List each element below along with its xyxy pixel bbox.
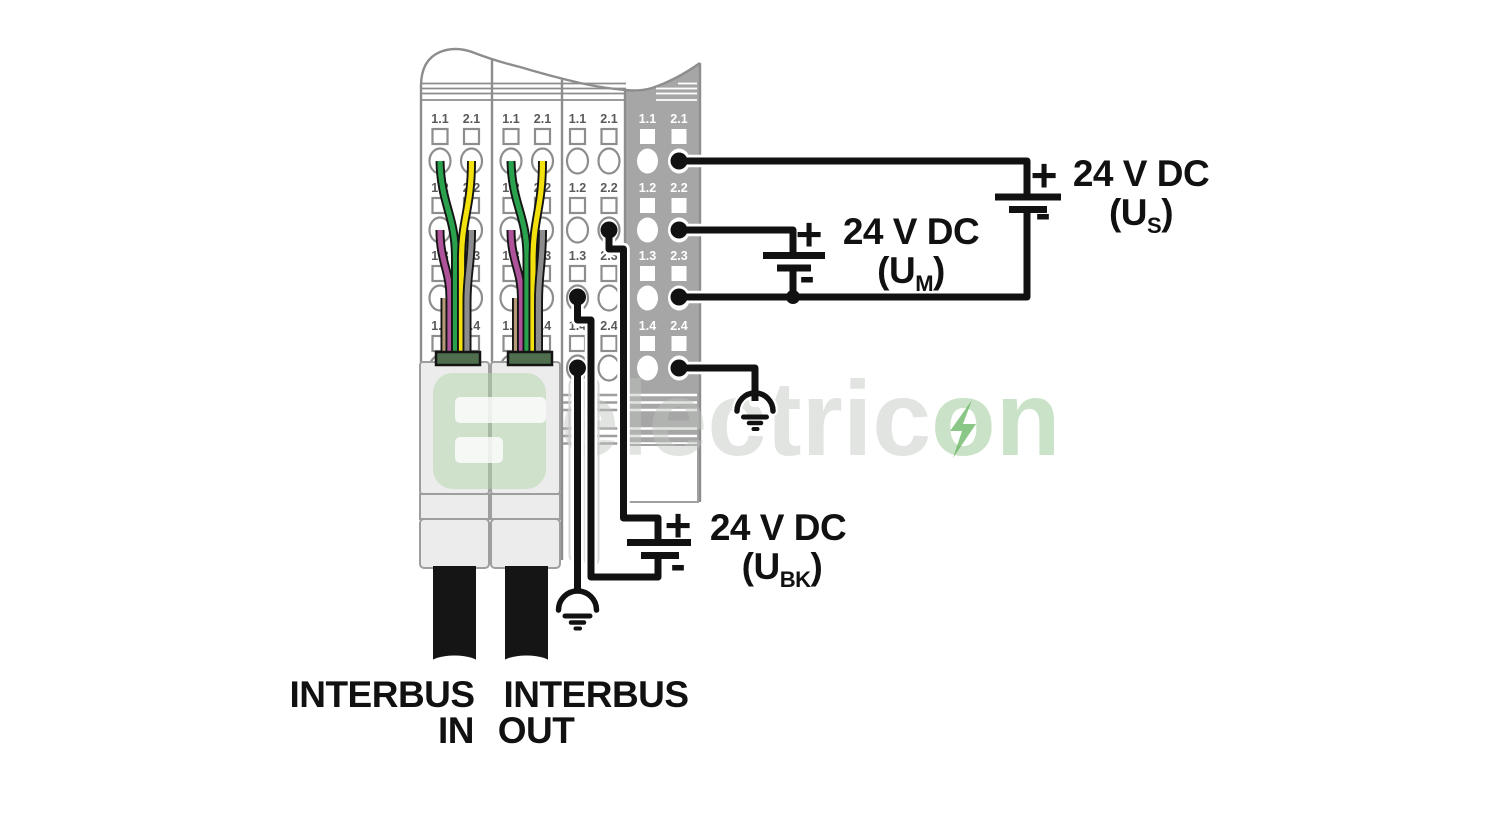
ground-icon-module xyxy=(555,588,600,631)
terminal-label: 1.1 xyxy=(431,112,448,126)
interbus-in-label-line2: IN xyxy=(438,710,474,751)
junction-dot xyxy=(786,290,800,304)
wire-clamp-in xyxy=(434,350,482,367)
terminal-label: 2.4 xyxy=(600,319,617,333)
cable-out xyxy=(505,566,548,660)
supply-us-name-label: (US) xyxy=(1109,192,1173,238)
connector-housing-in-mid xyxy=(419,493,490,520)
wire-ground-coupler xyxy=(679,364,759,401)
watermark-text-on: on xyxy=(931,360,1061,478)
battery-minus-sign: - xyxy=(1035,187,1050,239)
battery-icon-us xyxy=(995,193,1061,213)
terminal-label: 2.1 xyxy=(670,112,687,126)
wire-um-positive xyxy=(679,226,797,252)
supply-ubk-voltage-label: 24 V DC xyxy=(710,507,846,548)
terminal-label: 2.4 xyxy=(670,319,687,333)
watermark-logo-slot xyxy=(455,397,546,423)
terminal-label: 1.2 xyxy=(639,181,656,195)
connector-housing-out-mid xyxy=(490,493,561,520)
terminal-label: 1.4 xyxy=(639,319,656,333)
watermark-logo-slot xyxy=(455,437,503,463)
terminal-label: 1.1 xyxy=(569,112,586,126)
battery-plus-sign: + xyxy=(1031,149,1058,201)
cable-labels: INTERBUS IN INTERBUS OUT xyxy=(289,674,689,751)
bus-coupler-stripes xyxy=(629,393,697,445)
terminal-label: 1.1 xyxy=(639,112,656,126)
ground-icon-coupler xyxy=(734,390,776,431)
terminal-label: 2.3 xyxy=(670,249,687,263)
terminal-dots xyxy=(569,152,800,377)
wire-us-positive xyxy=(679,157,1031,194)
battery-plus-sign: + xyxy=(665,499,692,551)
supply-us-voltage-label: 24 V DC xyxy=(1073,153,1209,194)
bus-wire-bundle-in xyxy=(435,160,476,354)
battery-minus-sign: - xyxy=(799,250,814,302)
bus-coupler-vent-lines xyxy=(656,82,697,101)
battery-minus-sign: - xyxy=(670,538,685,590)
terminal-label: 2.2 xyxy=(600,181,617,195)
terminal-label: 1.3 xyxy=(639,249,656,263)
cable-in xyxy=(433,566,476,660)
watermark: electric on xyxy=(433,360,1061,489)
connector-housing-out-foot xyxy=(490,518,561,569)
interbus-out-label-line1: INTERBUS xyxy=(503,674,688,715)
watermark-logo xyxy=(433,373,546,489)
connector-housing-in-foot xyxy=(419,518,490,569)
wire-ubk-positive xyxy=(605,230,662,539)
supply-um-voltage-label: 24 V DC xyxy=(843,211,979,252)
cable-out-end xyxy=(502,655,551,671)
battery-icon-ubk xyxy=(627,539,691,559)
terminal-label: 2.1 xyxy=(534,112,551,126)
battery-icon-um xyxy=(763,252,825,272)
supply-us: + - 24 V DC (US) xyxy=(1031,149,1210,239)
battery-plus-sign: + xyxy=(796,208,823,260)
wire-ubk-negative xyxy=(574,297,662,581)
wire-clamp-out xyxy=(506,350,554,367)
terminal-label: 2.1 xyxy=(600,112,617,126)
circuit-wiring xyxy=(553,152,1069,631)
terminal-label: 2.1 xyxy=(463,112,480,126)
module-top-edge xyxy=(419,47,701,92)
terminal-label: 2.2 xyxy=(670,181,687,195)
cable-in-end xyxy=(430,655,479,671)
supply-ubk: + - 24 V DC (UBK) xyxy=(665,499,847,592)
supply-um: + - 24 V DC (UM) xyxy=(796,208,980,302)
bus-wire-bundle-out xyxy=(506,160,547,354)
bus-coupler-foot xyxy=(627,444,699,503)
terminal-label: 1.2 xyxy=(569,181,586,195)
watermark-bolt-icon xyxy=(950,400,976,458)
bus-wires xyxy=(434,160,554,367)
terminal-label: 1.3 xyxy=(569,249,586,263)
module-vent-lines xyxy=(422,82,626,101)
supply-ubk-name-label: (UBK) xyxy=(742,546,823,592)
module-column-edges xyxy=(419,58,702,560)
interbus-in-label-line1: INTERBUS xyxy=(289,674,474,715)
supply-um-name-label: (UM) xyxy=(877,250,945,296)
terminal-label: 1.1 xyxy=(502,112,519,126)
interbus-out-label-line2: OUT xyxy=(498,710,576,751)
